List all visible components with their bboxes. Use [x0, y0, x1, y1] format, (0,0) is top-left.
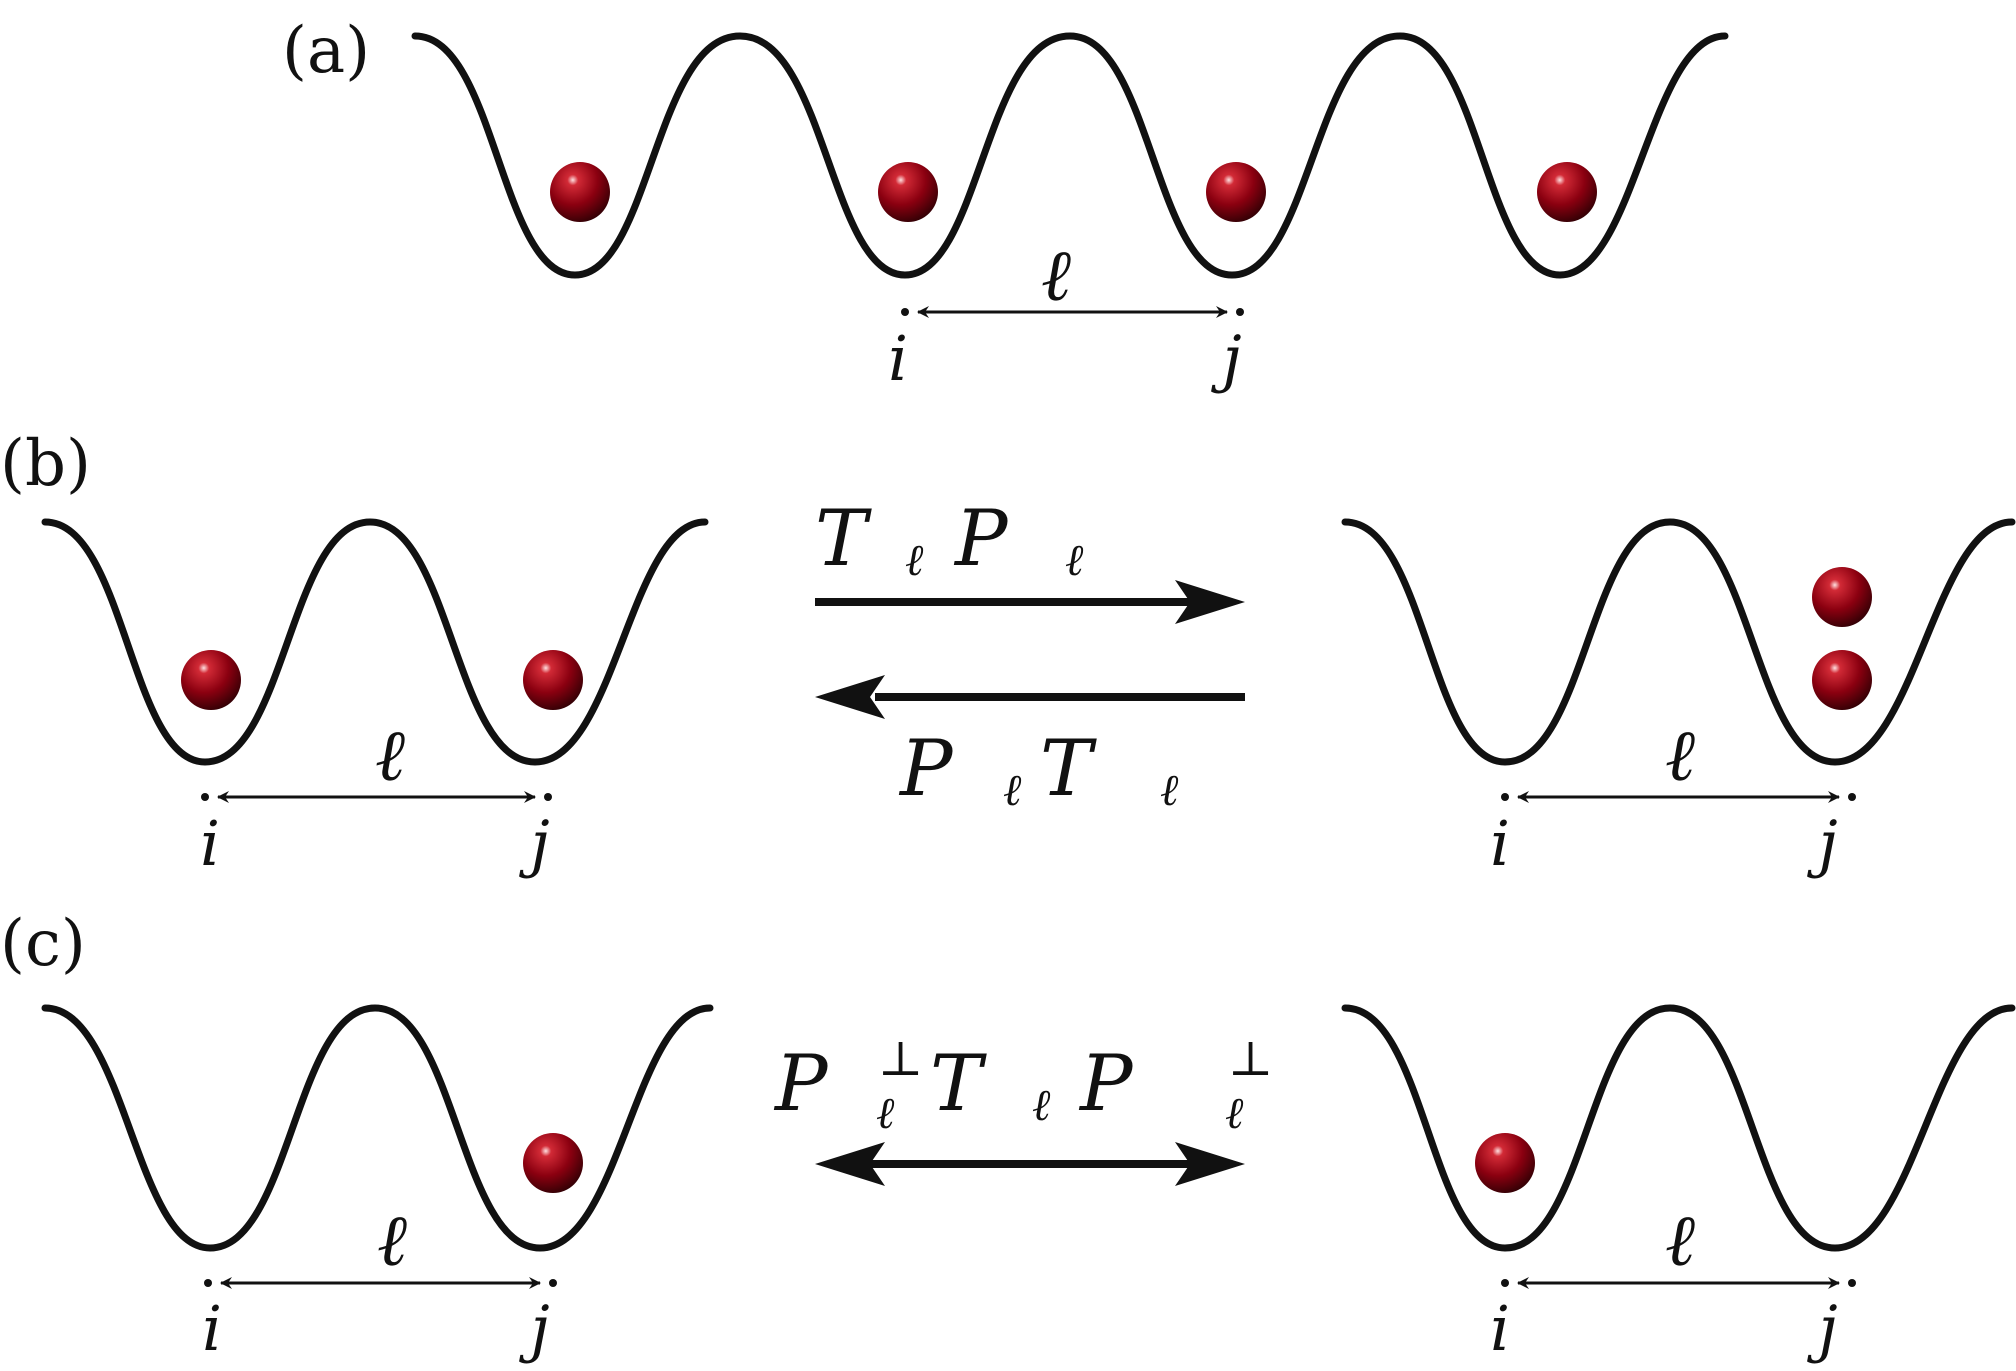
- panel-b-label: (b): [0, 427, 91, 501]
- double-well-right: [1341, 518, 2016, 766]
- operator-subscript-ell: ℓ: [876, 1088, 895, 1139]
- site-j-label: j: [518, 1292, 549, 1365]
- site-dot-j: [544, 793, 552, 801]
- particle: [1537, 162, 1597, 222]
- operator-T: T: [1040, 724, 1097, 814]
- site-dot-i: [204, 1279, 212, 1287]
- site-dot-i: [1501, 1279, 1509, 1287]
- particle: [523, 1133, 583, 1193]
- operator-superscript-perp: ⊥: [878, 1031, 923, 1087]
- site-dot-j: [1848, 793, 1856, 801]
- operator-P: P: [773, 1039, 829, 1129]
- panel-c: (c) ℓ i j P ⊥ ℓ T ℓ P ⊥ ℓ ℓ i j: [0, 907, 2016, 1365]
- operator-superscript-perp: ⊥: [1228, 1031, 1273, 1087]
- particle: [550, 162, 610, 222]
- particle: [878, 162, 938, 222]
- operator-P: P: [953, 494, 1009, 584]
- panel-a-label: (a): [282, 14, 370, 88]
- double-well-left: [41, 518, 709, 766]
- site-j-label: j: [1806, 1292, 1837, 1365]
- site-i-label: i: [1490, 807, 1510, 880]
- site-dot-j: [1848, 1279, 1856, 1287]
- operator-subscript-ell: ℓ: [1160, 765, 1179, 816]
- operator-subscript-ell: ℓ: [1032, 1080, 1051, 1131]
- site-i-label: i: [202, 1292, 222, 1365]
- double-well-left: [41, 1004, 714, 1252]
- site-dot-j: [549, 1279, 557, 1287]
- distance-ell-label: ℓ: [1665, 1198, 1695, 1282]
- distance-ell-label: ℓ: [377, 1198, 407, 1282]
- site-dot-i: [1501, 793, 1509, 801]
- particle: [1812, 650, 1872, 710]
- panel-c-label: (c): [0, 907, 86, 981]
- backward-arrowhead: [815, 675, 885, 719]
- site-dot-j: [1236, 308, 1244, 316]
- site-i-label: i: [1490, 1292, 1510, 1365]
- site-j-label: j: [1210, 322, 1241, 395]
- operator-P: P: [898, 724, 954, 814]
- lattice-potential-a: [411, 32, 1729, 279]
- particle: [1206, 162, 1266, 222]
- site-j-label: j: [1806, 807, 1837, 880]
- distance-ell-label: ℓ: [1665, 713, 1695, 797]
- operator-subscript-ell: ℓ: [905, 535, 924, 586]
- site-j-label: j: [518, 807, 549, 880]
- particle: [1475, 1133, 1535, 1193]
- particle: [1812, 567, 1872, 627]
- operator-T-P: T ℓ P ℓ: [815, 494, 1084, 586]
- panel-b: (b) ℓ i j T ℓ P ℓ P ℓ T ℓ: [0, 427, 2016, 880]
- particle: [181, 650, 241, 710]
- site-i-label: i: [200, 807, 220, 880]
- operator-subscript-ell: ℓ: [1225, 1088, 1244, 1139]
- operator-T: T: [930, 1039, 987, 1129]
- site-i-label: i: [888, 322, 908, 395]
- distance-ell-label: ℓ: [1041, 233, 1071, 317]
- panel-a: (a) ℓ i j: [282, 14, 1729, 395]
- exchange-arrowhead-left: [815, 1142, 885, 1186]
- operator-T: T: [815, 494, 872, 584]
- distance-ell-label: ℓ: [375, 713, 405, 797]
- particle: [523, 650, 583, 710]
- operator-P: P: [1078, 1039, 1134, 1129]
- operator-Pperp-T-Pperp: P ⊥ ℓ T ℓ P ⊥ ℓ: [773, 1031, 1273, 1139]
- exchange-arrowhead-right: [1175, 1142, 1245, 1186]
- double-well-right: [1341, 1004, 2016, 1252]
- operator-subscript-ell: ℓ: [1065, 535, 1084, 586]
- site-dot-i: [201, 793, 209, 801]
- operator-subscript-ell: ℓ: [1003, 765, 1022, 816]
- operator-P-T: P ℓ T ℓ: [898, 724, 1179, 816]
- forward-arrowhead: [1175, 580, 1245, 624]
- site-dot-i: [901, 308, 909, 316]
